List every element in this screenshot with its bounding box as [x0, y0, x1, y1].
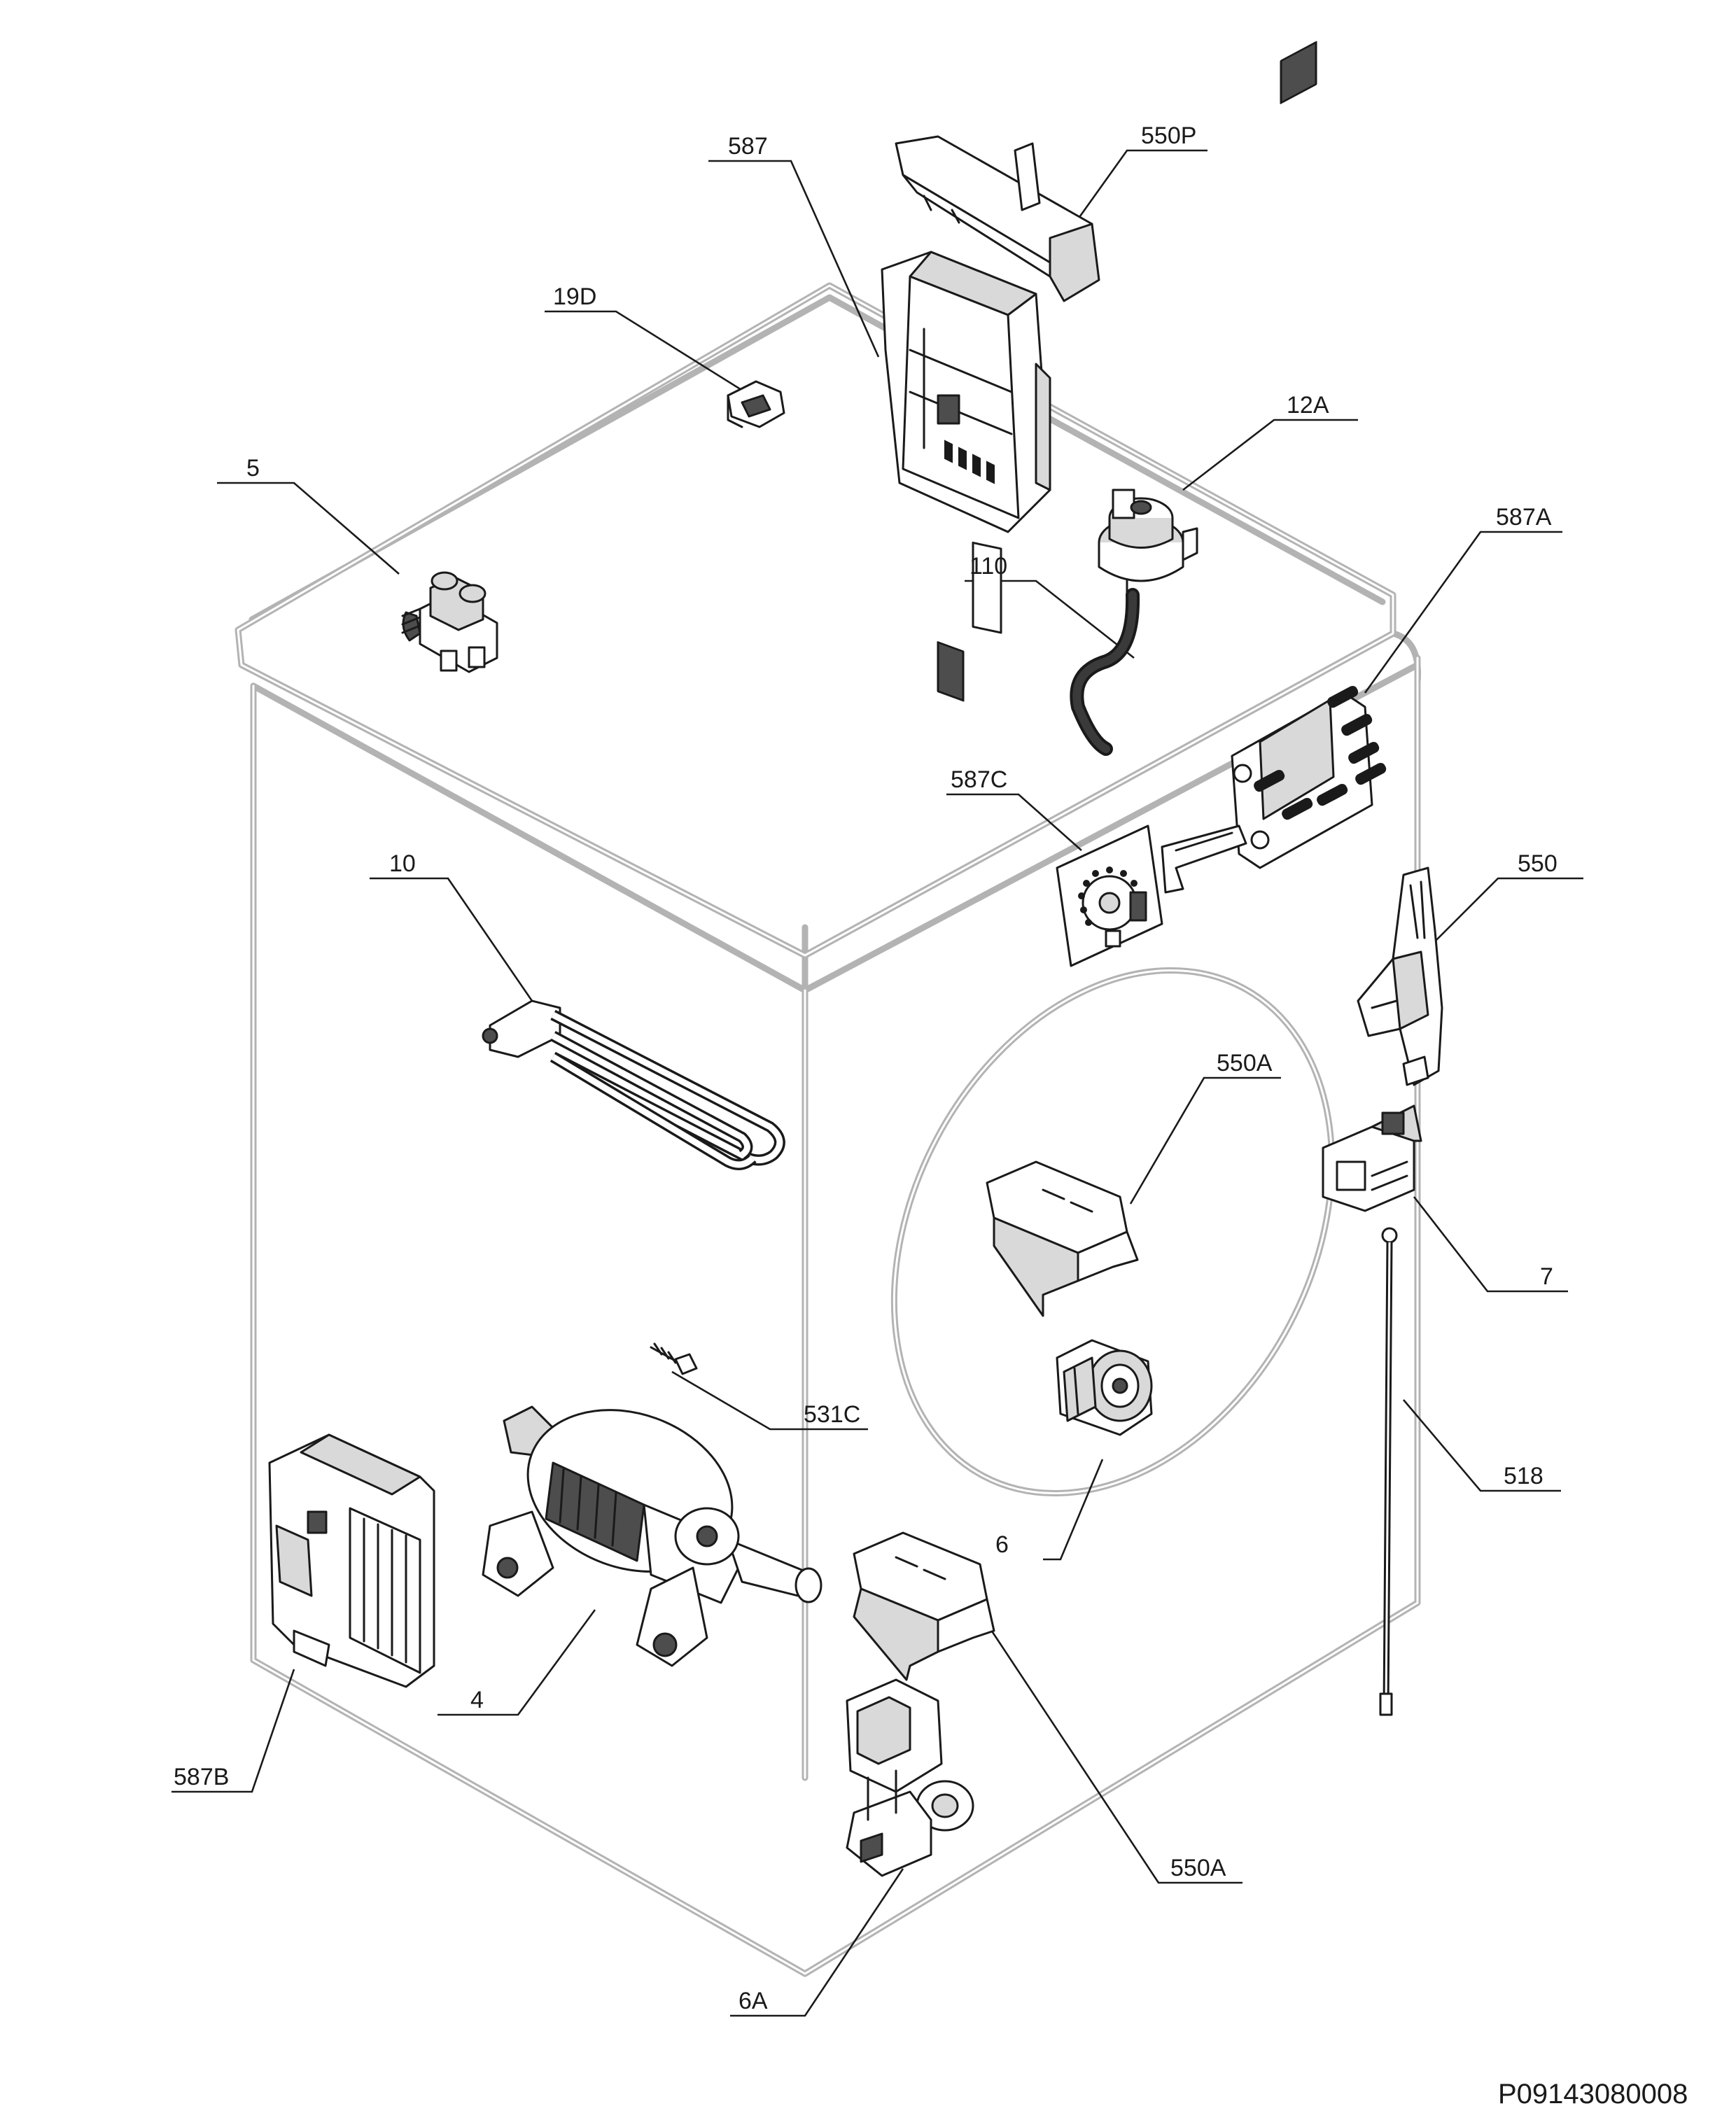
label-10: 10: [389, 850, 416, 877]
label-7: 7: [1540, 1263, 1553, 1290]
part-587B-module: [268, 1433, 435, 1688]
label-550: 550: [1518, 850, 1558, 877]
part-7-door-lock: [1322, 1104, 1422, 1212]
part-587A-switch-board: [1161, 41, 1387, 894]
label-6A: 6A: [738, 1988, 768, 2014]
part-550-hinge: [1357, 866, 1443, 1086]
label-587B: 587B: [174, 1764, 229, 1790]
label-518: 518: [1504, 1463, 1544, 1489]
part-550P-cover: [895, 135, 1100, 302]
label-550A-bottom: 550A: [1170, 1855, 1226, 1881]
part-518-wire: [1379, 1227, 1398, 1716]
label-531C: 531C: [804, 1401, 860, 1428]
part-19D-clip: [727, 380, 785, 428]
part-550A-cover-top: [986, 1160, 1139, 1317]
label-5: 5: [246, 455, 260, 482]
part-6A-drain-pump: [846, 1678, 974, 1877]
label-550P: 550P: [1141, 122, 1196, 149]
part-4-motor: [482, 1405, 822, 1667]
part-531C-screw: [650, 1342, 698, 1375]
label-110: 110: [969, 553, 1007, 580]
label-587: 587: [728, 133, 768, 160]
part-550A-cover-bottom: [853, 1531, 995, 1681]
label-12A: 12A: [1287, 392, 1329, 419]
label-550A-top: 550A: [1217, 1050, 1273, 1076]
part-587-control-module: [881, 251, 1051, 702]
part-5-inlet-valve: [401, 571, 498, 673]
part-10-heater: [482, 999, 785, 1170]
part-587C-display-board: [1056, 824, 1163, 967]
part-6-drain-pump: [1056, 1339, 1153, 1436]
part-labels: 587 550P 19D 12A 5 110 587A 587C 550 10 …: [174, 122, 1558, 2014]
cabinet-outline: [234, 282, 1422, 1977]
label-587A: 587A: [1496, 504, 1552, 531]
label-4: 4: [470, 1687, 484, 1713]
drawing-code: P09143080008: [1498, 2079, 1688, 2110]
part-110-hose: [1070, 588, 1140, 756]
part-12A-pressure-switch: [1098, 489, 1198, 596]
leader-lines: [172, 149, 1583, 2017]
label-587C: 587C: [951, 766, 1007, 793]
label-6: 6: [995, 1531, 1009, 1558]
label-19D: 19D: [553, 283, 596, 310]
